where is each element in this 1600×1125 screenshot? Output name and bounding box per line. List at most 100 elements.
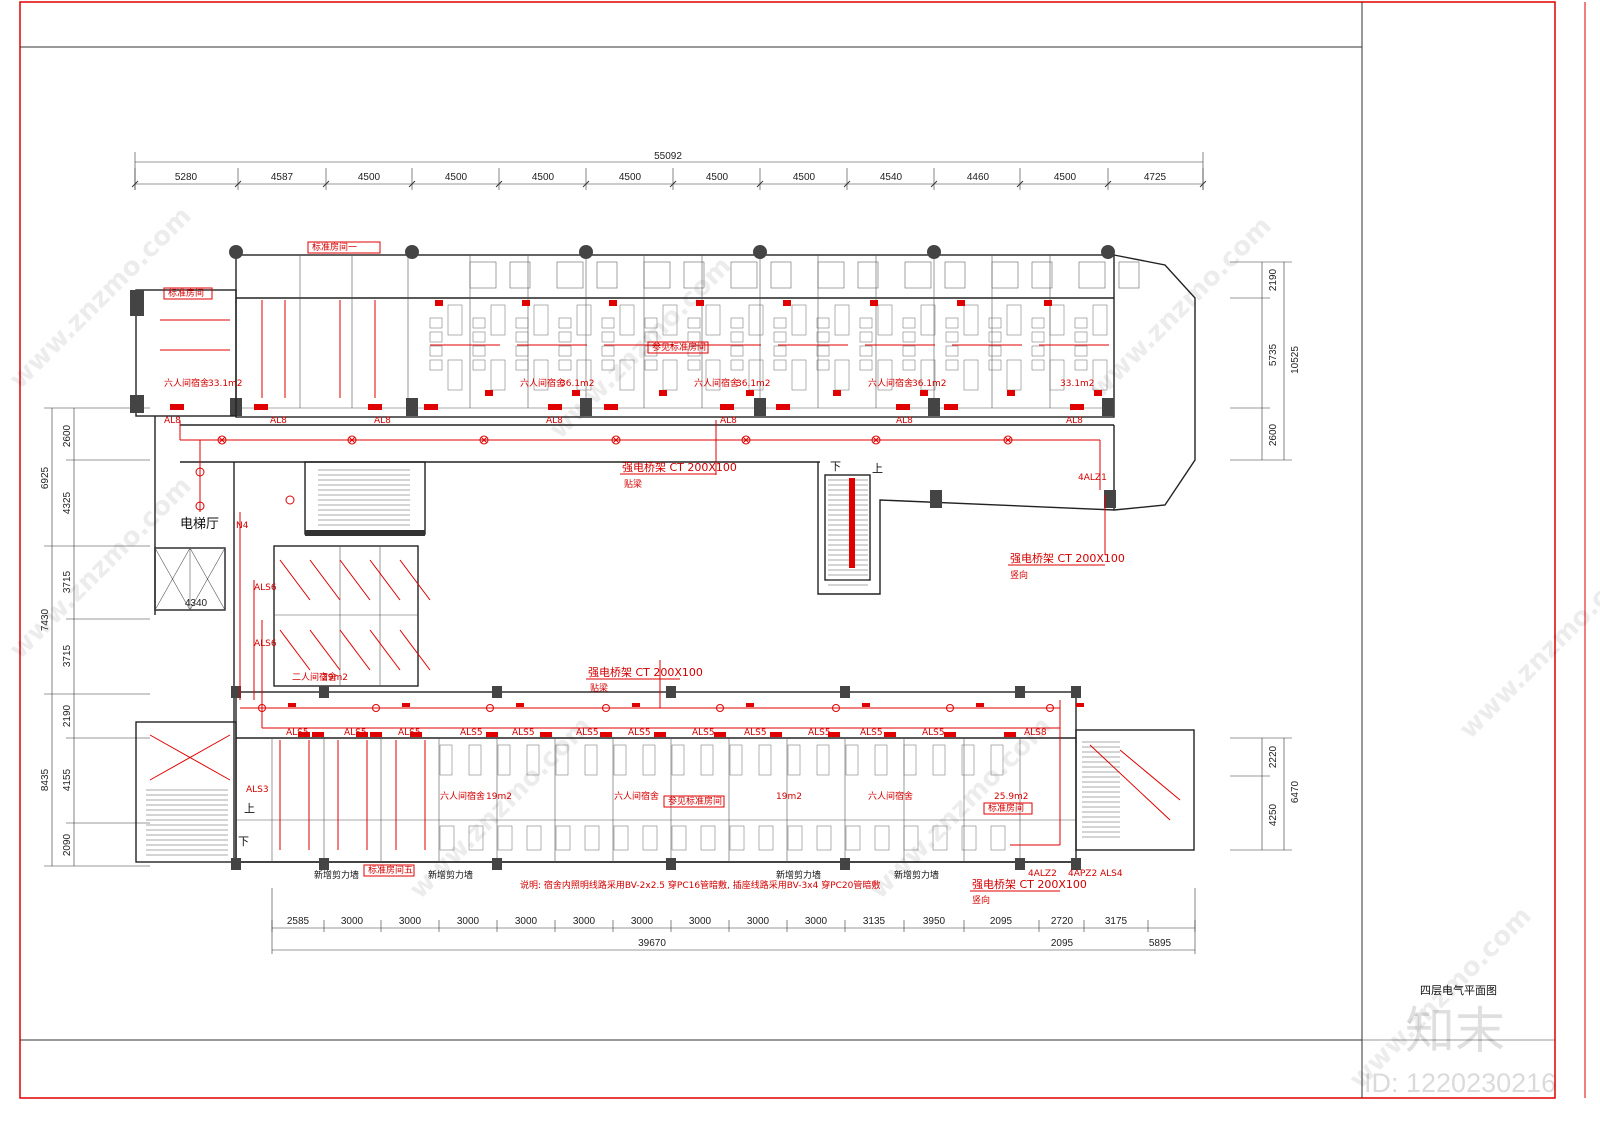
desk-symbol xyxy=(816,359,830,371)
bed-symbol xyxy=(920,304,936,336)
desk-symbol xyxy=(515,317,529,329)
toilet-room-symbol xyxy=(439,825,455,851)
shower-symbol xyxy=(683,261,705,289)
bed-symbol xyxy=(903,744,917,776)
panel-al8-5: AL8 xyxy=(720,416,737,426)
socket-icon xyxy=(659,390,667,396)
ceiling-mount-label-upper: 贴梁 xyxy=(624,478,642,490)
dim-right-10525: 10525 xyxy=(1290,346,1301,374)
watermark-text: www.znzmo.com xyxy=(1454,551,1600,745)
drawing-id: ID: 1220230216 xyxy=(1364,1068,1556,1098)
desk-symbol xyxy=(988,345,1002,357)
light-fixture-icon xyxy=(217,435,227,445)
panel-als5-10: ALS5 xyxy=(808,728,831,738)
column xyxy=(1101,245,1115,259)
light-fixture-icon xyxy=(871,435,881,445)
bed-symbol xyxy=(748,304,764,336)
area-label: 36.1m2 xyxy=(736,379,771,389)
top-dimension-ticks xyxy=(131,168,1207,190)
bed-symbol xyxy=(791,359,807,391)
bed-symbol xyxy=(1049,359,1065,391)
new-shear-wall-2: 新增剪力墙 xyxy=(428,869,473,881)
distribution-box-icon xyxy=(548,404,562,410)
dim-bot-9: 3000 xyxy=(747,916,770,927)
dimension-tick-slash xyxy=(131,180,139,188)
socket-icon xyxy=(920,390,928,396)
wiring-note: 说明: 宿舍内照明线路采用BV-2x2.5 穿PC16管暗敷, 插座线路采用BV… xyxy=(520,879,880,891)
desk-symbol xyxy=(816,345,830,357)
new-shear-wall-1: 新增剪力墙 xyxy=(314,869,359,881)
panel-als3: ALS3 xyxy=(246,785,269,795)
branch-circuit xyxy=(309,629,341,671)
light-fixture-cross xyxy=(612,436,620,444)
lower-distribution-boxes xyxy=(298,732,1016,737)
desk-symbol xyxy=(1031,331,1045,343)
dim-bot-total-mid: 2095 xyxy=(1051,938,1074,949)
stair-down-label: 下 xyxy=(830,460,841,473)
dim-bot-1: 2585 xyxy=(287,916,310,927)
area-label: 33.1m2 xyxy=(208,379,243,389)
distribution-box-icon xyxy=(604,404,618,410)
toilet-room-symbol xyxy=(642,825,658,851)
emergency-light-icon xyxy=(516,703,524,707)
dim-top-11: 4500 xyxy=(1054,172,1077,183)
emergency-light-icon xyxy=(746,703,754,707)
panel-als8: ALS8 xyxy=(1024,728,1047,738)
socket-icon xyxy=(522,300,530,306)
upper-distribution-boxes xyxy=(170,404,1084,410)
toilet-room-symbol xyxy=(961,825,977,851)
watermark-text: www.znzmo.com xyxy=(1344,901,1538,1095)
dim-right-2220: 2220 xyxy=(1268,745,1279,768)
distribution-box-icon xyxy=(884,732,896,737)
light-fixture-icon xyxy=(195,501,205,511)
light-fixture-icon xyxy=(195,467,205,477)
socket-icon xyxy=(1044,300,1052,306)
panel-al8-3: AL8 xyxy=(374,416,391,426)
column xyxy=(1015,858,1025,870)
area-label: 19m2 xyxy=(776,792,802,802)
bed-symbol xyxy=(662,304,678,336)
desk-symbol xyxy=(816,317,830,329)
panel-als5-12: ALS5 xyxy=(922,728,945,738)
dim-top-8: 4500 xyxy=(793,172,816,183)
desk-symbol xyxy=(558,345,572,357)
dimension-tick-slash xyxy=(756,180,764,188)
desk-symbol xyxy=(1074,331,1088,343)
dimension-tick-slash xyxy=(1104,180,1112,188)
desk-symbol xyxy=(1031,359,1045,371)
desk-symbol xyxy=(773,331,787,343)
dim-right-6470: 6470 xyxy=(1290,780,1301,803)
light-fixture-cross xyxy=(1004,436,1012,444)
socket-icon xyxy=(1007,390,1015,396)
dorm-label: 六人间宿舍 xyxy=(694,377,739,389)
dim-left-4155: 4155 xyxy=(62,768,73,791)
ref-room-tag-lower: 参见标准房间 xyxy=(668,795,722,807)
panel-als5-1: ALS5 xyxy=(286,728,309,738)
desk-symbol xyxy=(988,359,1002,371)
panel-als5-6: ALS5 xyxy=(576,728,599,738)
panel-al8-2: AL8 xyxy=(270,416,287,426)
desk-symbol xyxy=(644,359,658,371)
toilet-room-symbol xyxy=(904,261,932,289)
dim-top-6: 4500 xyxy=(619,172,642,183)
desk-symbol xyxy=(773,345,787,357)
dim-top-9: 4540 xyxy=(880,172,903,183)
toilet-room-symbol xyxy=(990,825,1006,851)
distribution-box-icon xyxy=(298,732,310,737)
desk-symbol xyxy=(1074,359,1088,371)
distribution-box-icon xyxy=(370,732,382,737)
bed-symbol xyxy=(533,304,549,336)
desk-symbol xyxy=(601,359,615,371)
dim-bot-13: 2095 xyxy=(990,916,1013,927)
vertical-label-lower: 竖向 xyxy=(972,894,990,906)
column xyxy=(1071,686,1081,698)
bed-symbol xyxy=(439,744,453,776)
desk-symbol xyxy=(945,359,959,371)
middle-stair-treads xyxy=(318,469,410,526)
toilet-room-symbol xyxy=(497,825,513,851)
bed-symbol xyxy=(705,304,721,336)
column xyxy=(405,245,419,259)
bed-symbol xyxy=(963,359,979,391)
dimension-tick-slash xyxy=(322,180,330,188)
